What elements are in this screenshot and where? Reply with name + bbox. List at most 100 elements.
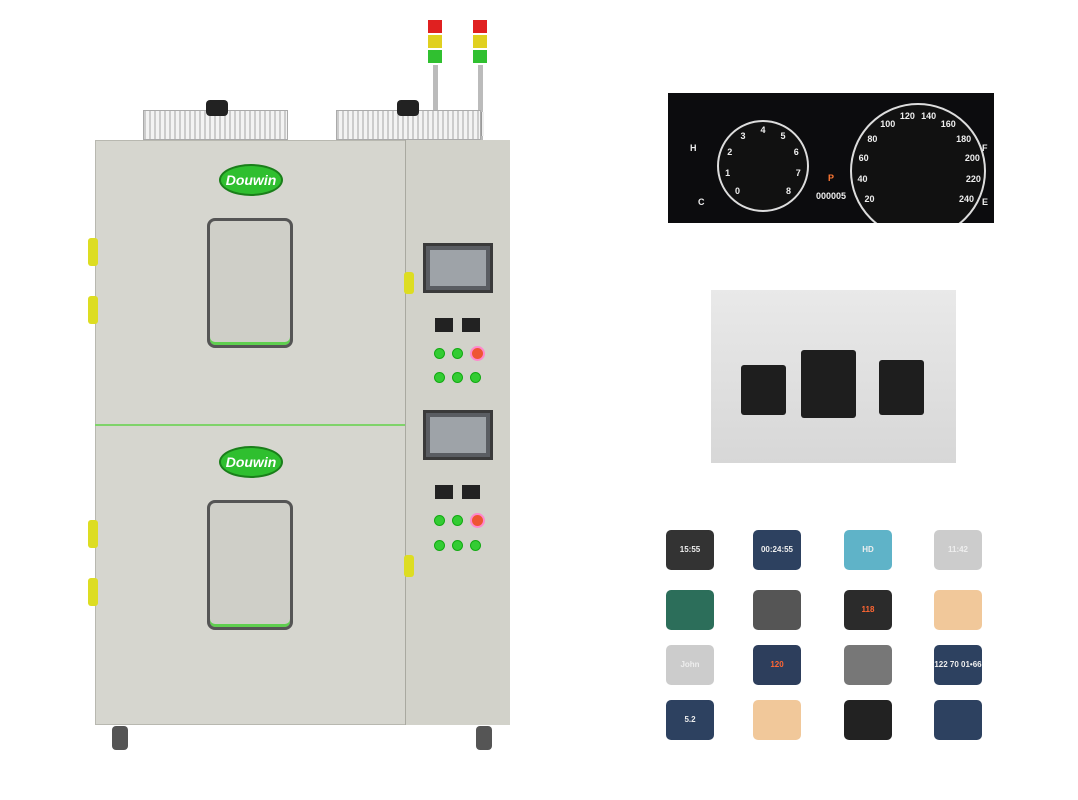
odometer: 000005 xyxy=(816,191,847,201)
wearable-label: HD xyxy=(862,545,874,554)
green-lamp-icon xyxy=(473,50,487,63)
lower-touchscreen[interactable] xyxy=(423,410,493,460)
switch-knob[interactable] xyxy=(470,372,481,383)
red-lamp-icon xyxy=(428,20,442,33)
wrist-tracker-icon xyxy=(753,700,801,740)
switch-knob[interactable] xyxy=(452,348,463,359)
sport-watch-icon xyxy=(934,700,982,740)
round-watch-call-icon: John xyxy=(666,645,714,685)
switch-knob[interactable] xyxy=(452,540,463,551)
brand-logo: Douwin xyxy=(219,446,283,478)
gauge-tick-label: 80 xyxy=(867,133,878,144)
heart-rate-watch-icon: 118 xyxy=(844,590,892,630)
door-hinge xyxy=(88,238,98,266)
part xyxy=(879,360,924,415)
switch-knob[interactable] xyxy=(434,372,445,383)
wearable-label: John xyxy=(680,660,700,669)
gear-indicator: P xyxy=(828,173,835,183)
glucose-meter-icon: 5.2 xyxy=(666,700,714,740)
gauge-tick-label: 6 xyxy=(793,147,799,158)
emergency-stop-button[interactable] xyxy=(470,513,485,528)
part xyxy=(801,350,856,418)
wearable-label: 15:55 xyxy=(679,545,701,554)
tachometer-gauge xyxy=(717,120,809,212)
lower-door-handle[interactable] xyxy=(404,555,414,577)
chest-strap-icon xyxy=(844,645,892,685)
wearable-label: 118 xyxy=(861,605,875,614)
temp-low-label: C xyxy=(698,197,705,207)
fuel-full-label: F xyxy=(982,143,988,153)
gauge-tick-label: 0 xyxy=(735,186,741,197)
door-hinge xyxy=(88,520,98,548)
switch-knob[interactable] xyxy=(434,515,445,526)
smartwatch-apps-icon: 11:42 xyxy=(934,530,982,570)
upper-door-window xyxy=(207,218,293,348)
upper-temp-display xyxy=(435,318,453,332)
fan-hub-icon xyxy=(397,100,419,116)
wearable-label: 00:24:55 xyxy=(760,545,794,554)
smartwatch-square-icon: 15:55 xyxy=(666,530,714,570)
part xyxy=(741,365,786,415)
blood-pressure-monitor-icon: 122 70 01•66 xyxy=(934,645,982,685)
gauge-tick-label: 3 xyxy=(740,131,746,142)
lower-door-window xyxy=(207,500,293,630)
switch-knob[interactable] xyxy=(434,540,445,551)
upper-door-handle[interactable] xyxy=(404,272,414,294)
black-parts-image xyxy=(711,290,956,463)
smart-ring-hand-icon xyxy=(934,590,982,630)
gauge-tick-label: 40 xyxy=(857,173,868,184)
wearable-label: 5.2 xyxy=(684,715,696,724)
door-hinge xyxy=(88,578,98,606)
upper-humidity-display xyxy=(462,318,480,332)
vr-glasses-icon xyxy=(844,700,892,740)
gauge-tick-label: 7 xyxy=(795,168,801,179)
emergency-stop-button[interactable] xyxy=(470,346,485,361)
brand-logo: Douwin xyxy=(219,164,283,196)
wearable-label: 11:42 xyxy=(947,545,969,554)
gauge-tick-label: 4 xyxy=(760,125,766,135)
switch-knob[interactable] xyxy=(452,372,463,383)
fan-hub-icon xyxy=(206,100,228,116)
upper-touchscreen[interactable] xyxy=(423,243,493,293)
lower-temp-display xyxy=(435,485,453,499)
signal-pole xyxy=(433,65,438,145)
caster-wheel-icon xyxy=(476,726,492,750)
switch-knob[interactable] xyxy=(470,540,481,551)
door-hinge xyxy=(88,296,98,324)
gauge-tick-label: 60 xyxy=(858,152,869,163)
gauge-tick-label: 120 xyxy=(899,111,915,121)
yellow-lamp-icon xyxy=(428,35,442,48)
gauge-tick-label: 5 xyxy=(780,131,786,142)
yellow-lamp-icon xyxy=(473,35,487,48)
gauge-tick-label: 2 xyxy=(727,147,733,158)
wearable-label: 120 xyxy=(770,660,784,669)
green-lamp-icon xyxy=(428,50,442,63)
temp-high-label: H xyxy=(690,143,697,153)
gauge-tick-label: 1 xyxy=(725,168,731,179)
smartwatch-blue-icon: 00:24:55 xyxy=(753,530,801,570)
signal-pole xyxy=(478,65,483,145)
lower-humidity-display xyxy=(462,485,480,499)
caster-wheel-icon xyxy=(112,726,128,750)
speedometer-gauge xyxy=(850,103,986,223)
fitness-band-icon: 120 xyxy=(753,645,801,685)
gauge-tick-label: 140 xyxy=(921,111,937,121)
gauge-tick-label: 220 xyxy=(965,173,981,184)
smart-glasses-icon xyxy=(753,590,801,630)
fuel-empty-label: E xyxy=(982,197,989,207)
gauge-tick-label: 160 xyxy=(940,118,956,129)
wearable-label: 122 70 01•66 xyxy=(934,660,982,669)
switch-knob[interactable] xyxy=(434,348,445,359)
action-camera-icon: HD xyxy=(844,530,892,570)
gauge-tick-label: 200 xyxy=(964,152,980,163)
chamber-divider xyxy=(95,424,405,426)
gauge-tick-label: 20 xyxy=(864,194,875,204)
gauge-tick-label: 180 xyxy=(956,133,972,144)
gauge-tick-label: 8 xyxy=(785,186,791,197)
gauge-tick-label: 100 xyxy=(880,118,896,129)
gauge-tick-label: 240 xyxy=(958,194,974,204)
red-lamp-icon xyxy=(473,20,487,33)
switch-knob[interactable] xyxy=(452,515,463,526)
gps-device-icon xyxy=(666,590,714,630)
